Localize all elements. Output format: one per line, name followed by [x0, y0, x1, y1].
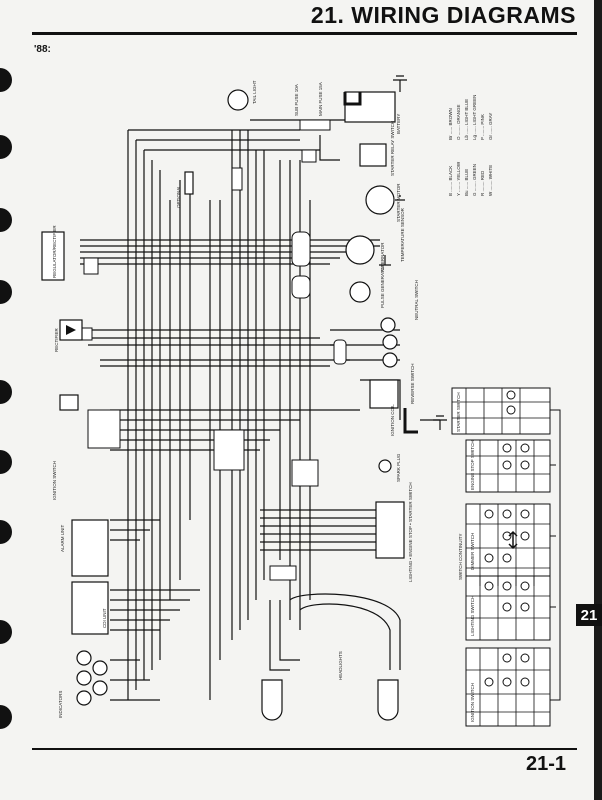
connectors: [81, 119, 347, 581]
svg-text:G ........ GREEN: G ........ GREEN: [472, 164, 477, 196]
binder-hole: [0, 705, 12, 729]
alternator: [345, 235, 375, 265]
svg-text:R ........ RED: R ........ RED: [480, 170, 485, 196]
lighting-table-title: LIGHTING SWITCH: [470, 596, 475, 636]
spark-plug: [378, 459, 392, 473]
svg-text:P ........ PINK: P ........ PINK: [480, 114, 485, 140]
svg-text:Y ........ YELLOW: Y ........ YELLOW: [456, 161, 461, 196]
table-link-wires: [550, 409, 561, 701]
starter-switch-table: [451, 387, 551, 435]
table-grid: [452, 388, 550, 726]
main-fuse-label: MAIN FUSE 15A: [318, 82, 323, 116]
starter-motor: [365, 185, 395, 215]
continuity-nodes: [484, 390, 530, 687]
binder-hole: [0, 135, 12, 159]
alarm-unit-label: ALARM UNIT: [60, 524, 65, 552]
indicator-bulb: [76, 670, 92, 686]
svg-text:Bu ...... BLUE: Bu ...... BLUE: [464, 169, 469, 196]
neutral-switch-label: NEUTRAL SWITCH: [414, 280, 419, 320]
cdi-unit-box: [71, 581, 109, 635]
sub-fuse-label: SUB FUSE 10A: [294, 84, 299, 116]
switch-continuity-label: SWITCH CONTINUITY: [458, 534, 463, 581]
optional-connector: [184, 171, 194, 195]
model-year-label: '88:: [34, 44, 51, 55]
binder-hole: [0, 208, 12, 232]
temp-sensor-label: TEMPERATURE SENSOR: [400, 207, 405, 262]
svg-text:O ........ ORANGE: O ........ ORANGE: [456, 104, 461, 140]
indicators-label: INDICATORS: [58, 691, 63, 718]
handlebar-switch-box: [375, 501, 405, 559]
svg-text:Lb ...... LIGHT BLUE: Lb ...... LIGHT BLUE: [464, 99, 469, 140]
tail-light-bulb: [227, 89, 249, 111]
svg-text:Lg ...... LIGHT GREEN: Lg ...... LIGHT GREEN: [472, 95, 477, 140]
svg-text:B ........ BLACK: B ........ BLACK: [448, 166, 453, 196]
regulator-rectifier-box: [41, 231, 65, 281]
alarm-unit-box: [71, 519, 109, 577]
page-edge-shadow: [594, 0, 602, 800]
starter-relay-label: STARTER RELAY SWITCH: [390, 121, 395, 176]
section-tab: 21: [576, 604, 602, 626]
regulator-label: REGULATOR/RECTIFIER: [52, 225, 57, 278]
binder-hole: [0, 450, 12, 474]
indicator-bulb: [92, 660, 108, 676]
ignition-table-title: IGNITION SWITCH: [470, 683, 475, 722]
spark-plug-label: SPARK PLUG: [396, 453, 401, 482]
components: [41, 89, 405, 721]
binder-hole: [0, 620, 12, 644]
cdi-unit-label: CDI UNIT: [102, 608, 107, 628]
page-number: 21-1: [525, 753, 566, 775]
battery-box: [344, 91, 396, 123]
reverse-switch-label: REVERSE SWITCH: [410, 363, 415, 404]
starter-motor-label: STARTER MOTOR: [396, 183, 401, 222]
headlight-left: [261, 679, 283, 721]
binder-hole: [0, 280, 12, 304]
header-rule: [32, 32, 577, 35]
svg-text:Br ...... BROWN: Br ...... BROWN: [448, 108, 453, 140]
neutral-switch: [382, 334, 398, 350]
headlight-right: [377, 679, 399, 721]
starter-switch-table-title: STARTER SWITCH: [456, 392, 461, 432]
footer-rule: [32, 748, 577, 750]
continuity-tables: [451, 387, 551, 727]
optional-label: OPTIONAL: [176, 185, 181, 208]
pulse-generator: [349, 281, 371, 303]
color-legend: B ........ BLACK Y ........ YELLOW Bu ..…: [448, 95, 493, 196]
ignition-coil-label: IGNITION COIL: [390, 404, 395, 436]
engine-stop-table-title: ENGINE STOP SWITCH: [470, 440, 475, 490]
reverse-switch: [382, 352, 398, 368]
starter-relay-box: [359, 143, 387, 167]
binder-hole: [0, 380, 12, 404]
svg-text:W ........ WHITE: W ........ WHITE: [488, 165, 493, 196]
ignition-switch-label: IGNITION SWITCH: [52, 461, 57, 500]
temperature-sensor: [380, 317, 396, 333]
headlights-label: HEADLIGHTS: [338, 651, 343, 680]
ignition-coil: [369, 379, 399, 409]
svg-text:Gr ...... GRAY: Gr ...... GRAY: [488, 113, 493, 140]
diode-box: [59, 394, 79, 411]
battery-label: BATTERY: [396, 114, 401, 134]
indicator-bulb: [76, 650, 92, 666]
dimmer-table-title: DIMMER SWITCH: [470, 533, 475, 570]
rectifier-label: RECTIFIER: [54, 327, 59, 352]
alternator-label: ALTERNATOR: [380, 242, 385, 272]
binder-hole: [0, 68, 12, 92]
indicator-bulb: [92, 680, 108, 696]
tail-light-label: TAIL LIGHT: [252, 80, 257, 104]
pulse-generator-label: PULSE GENERATOR: [380, 263, 385, 308]
binder-hole: [0, 520, 12, 544]
page-title: 21. WIRING DIAGRAMS: [310, 2, 576, 28]
ground-symbols: [379, 75, 447, 430]
indicator-bulb: [76, 690, 92, 706]
handlebar-switch-label: LIGHTING • ENGINE STOP • STARTER SWITCH: [408, 482, 413, 582]
